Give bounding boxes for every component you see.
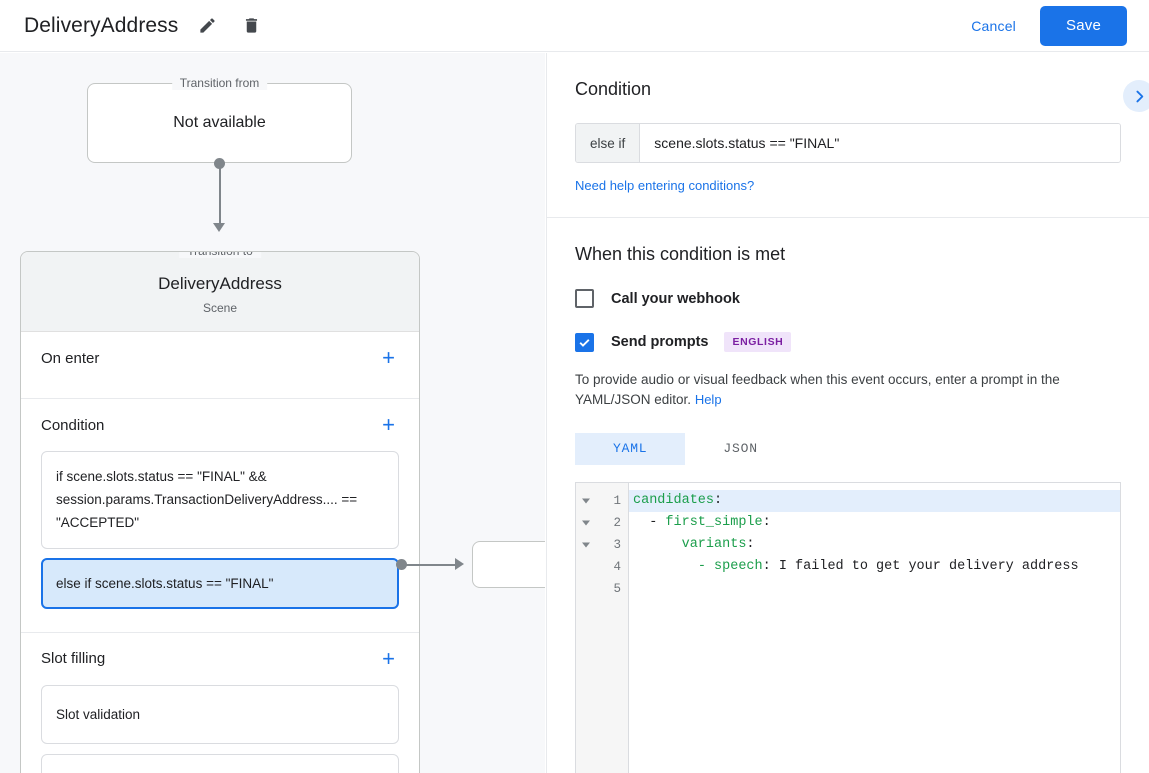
code-line[interactable] (629, 578, 1120, 600)
save-button[interactable]: Save (1040, 5, 1127, 46)
send-prompts-label: Send prompts (611, 334, 709, 350)
fold-triangle-icon[interactable] (582, 498, 590, 503)
connector-line (219, 163, 221, 225)
condition-list-item-selected[interactable]: else if scene.slots.status == "FINAL" (41, 557, 399, 609)
tab-json[interactable]: JSON (723, 441, 758, 456)
send-prompts-checkbox[interactable] (575, 332, 594, 352)
add-condition-button[interactable]: + (378, 412, 399, 438)
code-colon: : (714, 492, 723, 508)
section-slot-filling: Slot filling + Slot validation Transacti… (21, 633, 419, 773)
transition-to-node: Transition to DeliveryAddress Scene On e… (20, 251, 420, 773)
editor-format-tabs: YAML JSON (575, 432, 1121, 465)
gutter-line[interactable]: 2 (576, 512, 628, 534)
condition-input[interactable] (640, 124, 1120, 162)
graph-panel: Transition from Not available Transition… (0, 53, 545, 773)
call-webhook-label: Call your webhook (611, 290, 740, 307)
code-indent (633, 515, 649, 530)
fold-triangle-icon[interactable] (582, 542, 590, 547)
condition-output-line (404, 564, 456, 566)
transition-from-legend: Transition from (171, 76, 268, 90)
tab-yaml[interactable]: YAML (575, 432, 686, 465)
gutter-line[interactable]: 4 (576, 556, 628, 578)
code-colon: : (746, 536, 755, 552)
code-indent (633, 559, 698, 574)
condition-output-arrow (455, 558, 464, 570)
target-node-stub[interactable] (472, 541, 545, 588)
when-met-heading: When this condition is met (575, 244, 786, 264)
code-colon: : (762, 514, 771, 530)
detail-panel: Condition else if Need help entering con… (546, 53, 1149, 773)
gutter-line[interactable]: 1 (576, 490, 628, 512)
code-key: speech (714, 558, 763, 574)
webhook-row[interactable]: Call your webhook (575, 289, 1121, 308)
code-indent (633, 537, 682, 552)
condition-help-link[interactable]: Need help entering conditions? (575, 178, 755, 193)
code-value: I failed to get your delivery address (770, 558, 1079, 574)
code-editor[interactable]: 1 2 3 4 5 (575, 481, 1121, 773)
condition-block: Condition else if Need help entering con… (547, 53, 1149, 218)
scene-type: Scene (202, 301, 238, 315)
section-header-condition: Condition + (41, 399, 399, 451)
checkmark-icon (579, 338, 590, 347)
trash-icon[interactable] (236, 11, 266, 41)
prompts-helper-sentence: To provide audio or visual feedback when… (575, 372, 1060, 408)
line-number: 2 (613, 515, 621, 530)
line-number: 5 (613, 581, 621, 596)
fold-triangle-icon[interactable] (582, 520, 590, 525)
send-prompts-row[interactable]: Send prompts ENGLISH (575, 332, 1121, 352)
gutter-line[interactable]: 3 (576, 534, 628, 556)
add-on-enter-button[interactable]: + (378, 345, 399, 371)
transition-from-title: Not available (173, 114, 266, 131)
condition-heading: Condition (575, 79, 652, 99)
chevron-right-icon (1135, 90, 1143, 102)
transition-to-legend: Transition to (179, 252, 261, 258)
condition-field-row: else if (575, 123, 1121, 163)
section-header-on-enter: On enter + (41, 332, 399, 384)
code-colon: : (762, 558, 771, 574)
slot-filling-list-item[interactable]: TransactionDeliveryAddress (41, 754, 399, 773)
section-header-slot-filling: Slot filling + (41, 633, 399, 685)
line-number: 4 (613, 559, 621, 574)
code-line[interactable]: - first_simple: (629, 512, 1120, 534)
section-title-slot-filling: Slot filling (41, 650, 106, 668)
condition-list-item[interactable]: if scene.slots.status == "FINAL" && sess… (41, 451, 399, 549)
section-on-enter: On enter + (21, 332, 419, 399)
code-line[interactable]: variants: (629, 534, 1120, 556)
code-dash: - (649, 514, 666, 530)
pencil-icon[interactable] (192, 11, 222, 41)
line-number: 1 (613, 493, 621, 508)
section-title-condition: Condition (41, 416, 105, 434)
section-title-on-enter: On enter (41, 349, 100, 367)
condition-prefix-label: else if (576, 124, 641, 162)
scene-name: DeliveryAddress (158, 274, 282, 293)
slot-filling-list-item[interactable]: Slot validation (41, 684, 399, 745)
add-slot-filling-button[interactable]: + (378, 646, 399, 672)
scene-header: DeliveryAddress Scene (21, 252, 419, 332)
code-key: variants (681, 536, 747, 552)
condition-help-row: Need help entering conditions? (575, 177, 1121, 195)
when-met-block: When this condition is met Call your web… (547, 218, 1149, 773)
prompts-help-link[interactable]: Help (694, 392, 722, 408)
code-key: first_simple (665, 514, 763, 530)
expand-panel-button[interactable] (1123, 80, 1149, 112)
connector-arrow-down (213, 223, 225, 232)
language-badge: ENGLISH (724, 332, 792, 352)
code-dash: - (697, 558, 715, 574)
code-key: candidates (633, 492, 715, 508)
page-title: DeliveryAddress (24, 13, 179, 37)
call-webhook-checkbox[interactable] (575, 289, 594, 308)
cancel-button[interactable]: Cancel (959, 10, 1028, 42)
code-line[interactable]: - speech: I failed to get your delivery … (629, 556, 1120, 578)
section-condition: Condition + if scene.slots.status == "FI… (21, 399, 419, 633)
code-line[interactable]: candidates: (629, 489, 1120, 512)
prompts-helper-text: To provide audio or visual feedback when… (575, 370, 1121, 411)
editor-gutter: 1 2 3 4 5 (576, 482, 629, 773)
transition-from-node[interactable]: Transition from Not available (87, 76, 352, 163)
condition-output-dot (396, 559, 407, 570)
editor-code-area[interactable]: candidates: - first_simple: variants: - … (629, 483, 1120, 773)
top-bar: DeliveryAddress Cancel Save (0, 0, 1149, 52)
gutter-line[interactable]: 5 (576, 578, 628, 600)
line-number: 3 (613, 537, 621, 552)
